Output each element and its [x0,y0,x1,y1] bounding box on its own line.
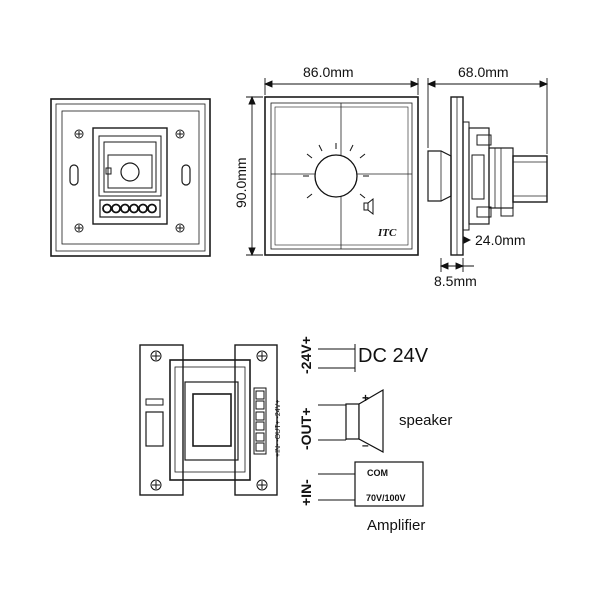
amp-tap-label: 70V/100V [366,493,406,503]
power-terminal-label: -24V+ [298,336,314,374]
brand-logo: ITC [377,227,397,239]
speaker-symbol-icon [345,388,384,454]
wiring-module: +IN- -OUT+ -24V+ [139,344,282,496]
input-terminal-label: +IN- [298,479,314,506]
height-dimension-label: 90.0mm [233,157,249,208]
amp-com-label: COM [367,468,388,478]
speaker-icon [363,197,374,216]
mounting-slot [69,164,79,186]
output-terminal-label: -OUT+ [298,408,314,450]
body-depth-dimension-label: 24.0mm [475,232,526,248]
front-view: ITC [264,96,419,256]
knob-profile [427,150,452,202]
terminal-block [99,199,161,218]
back-view [50,98,211,257]
terminal-strip-label: +IN- -OUT+ -24V+ [275,400,282,457]
depth-dimension-label: 68.0mm [458,64,509,80]
screw-icon [74,129,185,233]
plate-depth-dimension-label: 8.5mm [434,273,477,289]
screw-icon [150,350,268,491]
amplifier-box: COM 70V/100V [354,461,424,507]
volume-knob [314,154,358,198]
knob-tick-marks [303,143,369,199]
potentiometer-shaft [120,162,140,182]
terminal-block [253,387,267,455]
speaker-label: speaker [399,412,452,429]
speaker-minus-label: – [362,438,369,452]
amplifier-label: Amplifier [367,517,425,534]
dimension-lines [246,78,549,272]
width-dimension-label: 86.0mm [303,64,354,80]
side-view [427,96,548,256]
power-supply-label: DC 24V [358,345,429,367]
speaker-plus-label: + [362,391,369,405]
mounting-slot [181,164,191,186]
